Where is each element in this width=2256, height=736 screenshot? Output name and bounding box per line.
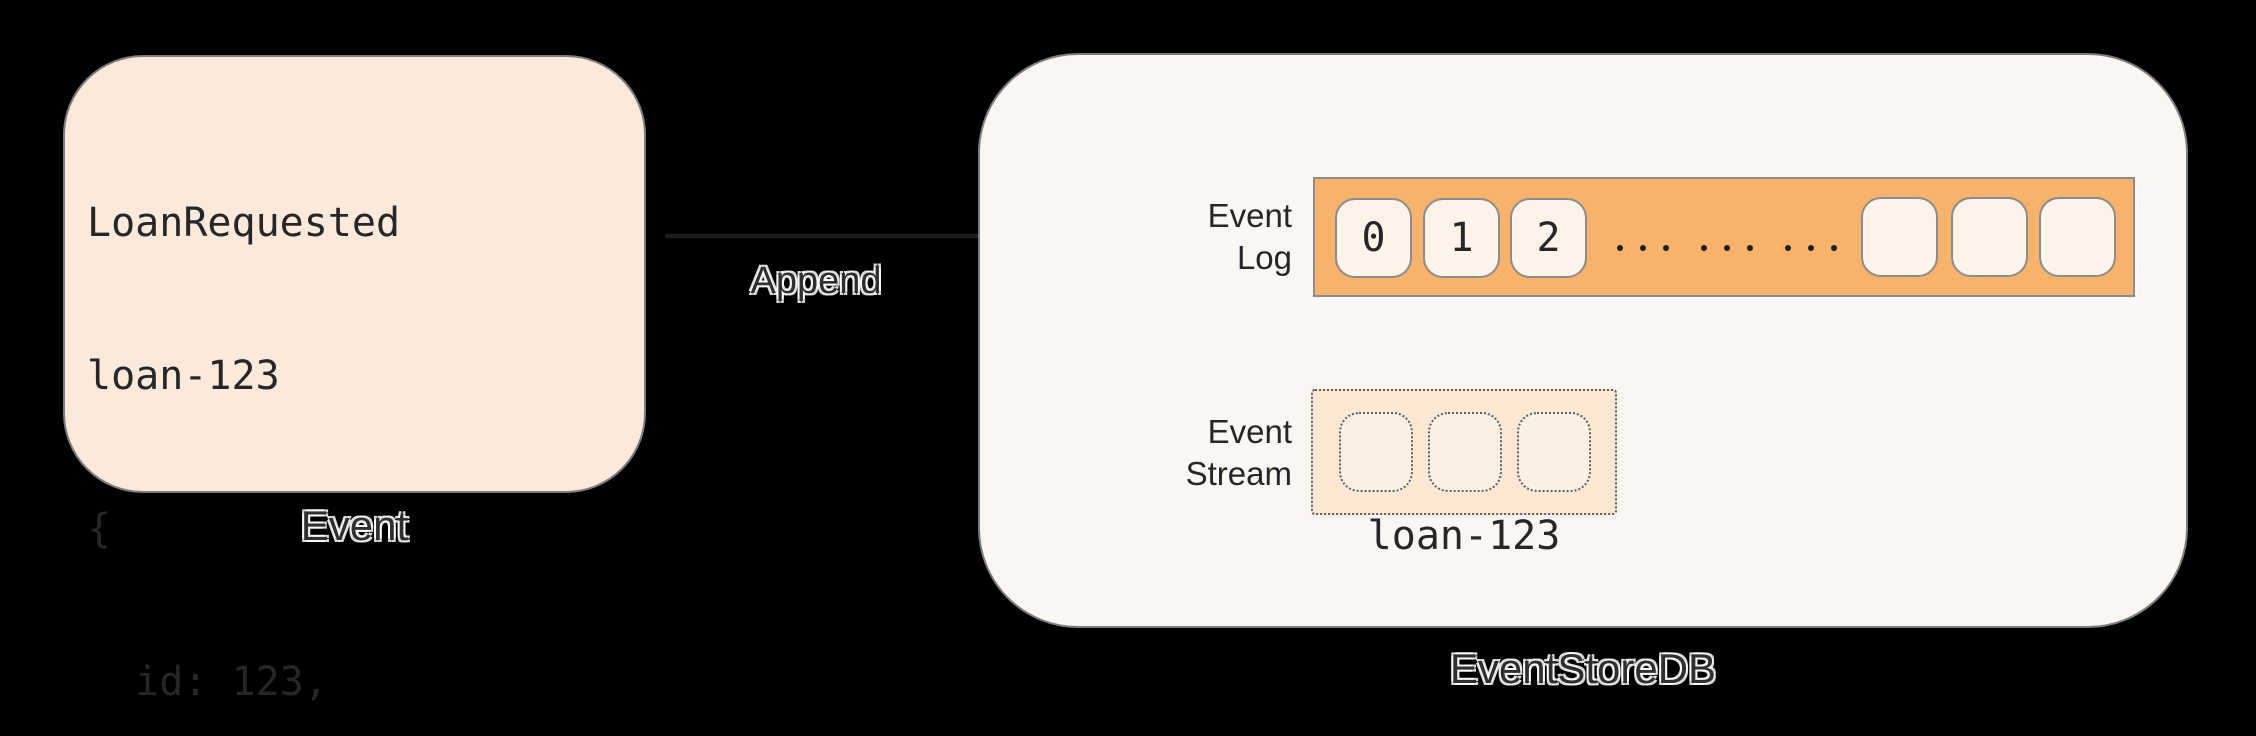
event-log-label-line1: Event bbox=[1207, 197, 1292, 234]
log-cell-empty bbox=[2039, 197, 2116, 277]
dot-icon bbox=[1724, 245, 1730, 251]
dot-icon bbox=[1640, 245, 1646, 251]
log-cell-empty bbox=[1861, 197, 1938, 277]
ellipsis-dot-group bbox=[1785, 245, 1837, 251]
dot-icon bbox=[1617, 245, 1623, 251]
stream-cell-empty bbox=[1517, 412, 1591, 492]
event-code-block: LoanRequested loan-123 { id: 123, amount… bbox=[87, 96, 641, 736]
stream-cell-empty bbox=[1339, 412, 1413, 492]
log-cell-2: 2 bbox=[1510, 198, 1587, 278]
dot-icon bbox=[1785, 245, 1791, 251]
eventstoredb-container: Event Log 0 1 2 bbox=[978, 53, 2188, 628]
event-stream-label-line1: Event bbox=[1207, 413, 1292, 450]
log-cell-1: 1 bbox=[1423, 198, 1500, 278]
event-stream-box bbox=[1311, 389, 1617, 515]
ellipsis-dot-group bbox=[1617, 245, 1669, 251]
code-line: loan-123 bbox=[87, 353, 280, 399]
dot-icon bbox=[1701, 245, 1707, 251]
event-card: LoanRequested loan-123 { id: 123, amount… bbox=[63, 55, 646, 705]
log-cell-empty bbox=[1951, 197, 2028, 277]
ellipsis-dot-group bbox=[1701, 245, 1753, 251]
code-line: LoanRequested bbox=[87, 200, 401, 246]
event-log-label: Event Log bbox=[980, 195, 1292, 279]
append-arrow-label: Append bbox=[750, 260, 882, 302]
code-line: { bbox=[87, 506, 112, 552]
eventstoredb-caption: EventStoreDB bbox=[1449, 645, 1717, 692]
log-cell-0: 0 bbox=[1335, 198, 1412, 278]
event-card-caption: Event bbox=[300, 502, 409, 549]
stream-cell-empty bbox=[1428, 412, 1502, 492]
stream-name-label: loan-123 bbox=[1367, 513, 1561, 559]
dot-icon bbox=[1663, 245, 1669, 251]
dot-icon bbox=[1747, 245, 1753, 251]
event-log-bar: 0 1 2 bbox=[1313, 177, 2135, 297]
event-stream-label: Event Stream bbox=[980, 411, 1292, 495]
code-line: id: 123, bbox=[87, 659, 328, 705]
event-log-label-line2: Log bbox=[1236, 239, 1292, 276]
event-stream-label-line2: Stream bbox=[1185, 455, 1292, 492]
dot-icon bbox=[1808, 245, 1814, 251]
dot-icon bbox=[1831, 245, 1837, 251]
ellipsis-dots bbox=[1617, 245, 1837, 251]
